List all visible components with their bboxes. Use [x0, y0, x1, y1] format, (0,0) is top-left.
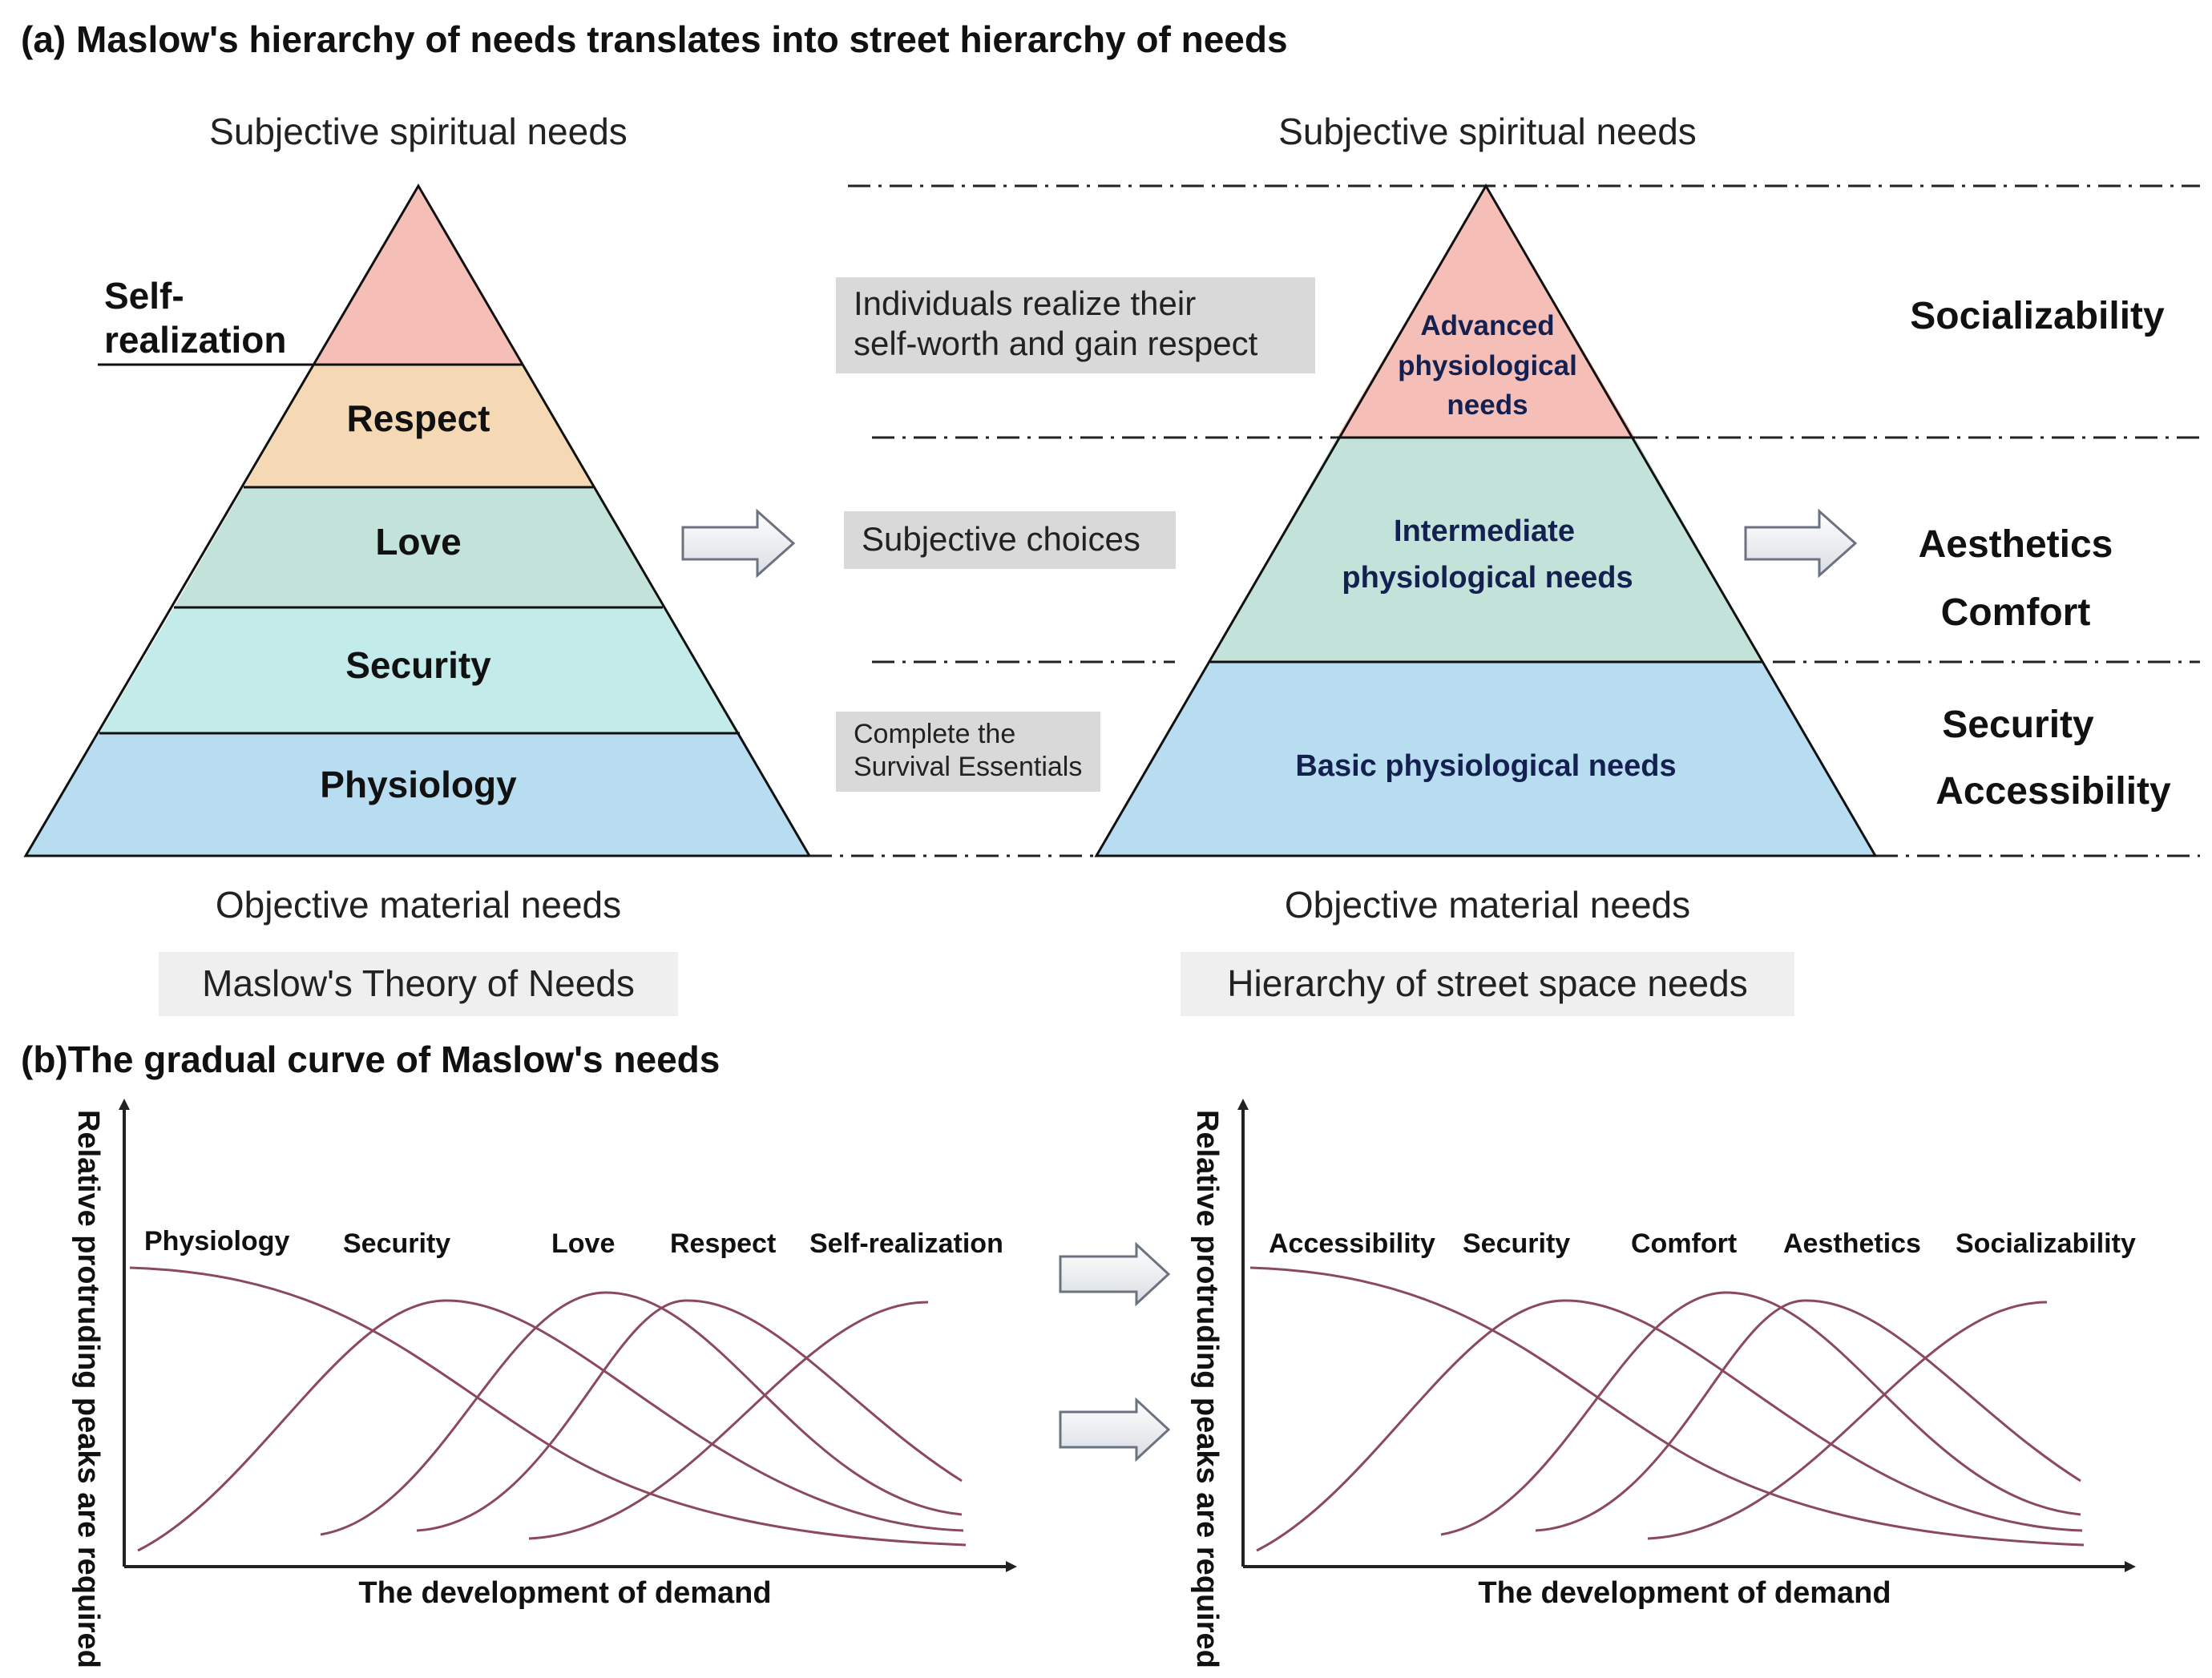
curve-label-accessibility: Accessibility: [1269, 1228, 1435, 1259]
love-label: Love: [375, 521, 461, 563]
right-caption: Hierarchy of street space needs: [1227, 962, 1747, 1004]
subjective-choices-text: Subjective choices: [862, 520, 1140, 558]
curve-aesthetics: [1535, 1299, 2081, 1532]
right-caption-box: [1181, 952, 1794, 1016]
self-worth-box: [836, 277, 1315, 373]
advanced-needs-line-3: needs: [1447, 389, 1528, 421]
left-caption-box: [159, 952, 678, 1016]
basic-needs-tier: [1096, 662, 1875, 856]
security-tier: [99, 607, 740, 733]
right-arrow-icon: [1744, 508, 1858, 579]
self-realization-label-1: Self-: [104, 275, 184, 317]
physiology-tier: [26, 733, 809, 856]
street-side-labels: Socializability Aesthetics Comfort Secur…: [1910, 295, 2171, 813]
security-label: Security: [345, 644, 491, 686]
middle-explanations: Individuals realize their self-worth and…: [836, 277, 1315, 792]
socializability-label: Socializability: [1910, 295, 2165, 337]
curve-label-socializability: Socializability: [1956, 1228, 2136, 1259]
right-top-label: Subjective spiritual needs: [1278, 111, 1697, 152]
aesthetics-label: Aesthetics: [1919, 523, 2113, 566]
love-tier: [174, 487, 663, 607]
panel-a-title: (a) Maslow's hierarchy of needs translat…: [21, 18, 1288, 60]
street-pyramid: Subjective spiritual needs Advanced phys…: [1094, 111, 1878, 1016]
curve-respect: [416, 1299, 963, 1532]
curve-love: [320, 1291, 963, 1536]
left-bottom-label: Objective material needs: [216, 884, 621, 926]
comfort-label: Comfort: [1941, 591, 2091, 634]
intermediate-needs-line-2: physiological needs: [1342, 561, 1633, 595]
advanced-needs-tier: [1337, 186, 1635, 438]
survival-essentials-box: [836, 712, 1100, 792]
left-y-axis-label: Relative protruding peaks are required: [71, 1110, 105, 1668]
maslow-pyramid-outline: [23, 184, 812, 857]
street-pyramid-outline: [1094, 184, 1878, 857]
self-realization-label-2: realization: [104, 319, 287, 361]
accessibility-label: Accessibility: [1936, 770, 2171, 813]
physiology-label: Physiology: [320, 764, 517, 805]
curve-security: [1256, 1299, 2083, 1552]
curve-comfort: [1440, 1291, 2081, 1536]
left-curves: [129, 1266, 967, 1552]
curve-label-security: Security: [343, 1228, 450, 1259]
street-curve-chart: Relative protruding peaks are required T…: [1190, 1099, 2136, 1668]
maslow-curve-chart: Relative protruding peaks are required T…: [71, 1099, 1017, 1668]
respect-label: Respect: [347, 397, 490, 439]
curve-physiology: [129, 1266, 967, 1547]
maslow-pyramid: Subjective spiritual needs Self- realiza…: [23, 111, 812, 1016]
basic-needs-label: Basic physiological needs: [1295, 749, 1676, 783]
curve-label-physiology: Physiology: [144, 1226, 289, 1256]
right-bottom-label: Objective material needs: [1285, 884, 1690, 926]
left-top-label: Subjective spiritual needs: [209, 111, 628, 152]
right-arrow-icon: [1059, 1241, 1171, 1307]
self-worth-line-2: self-worth and gain respect: [854, 325, 1258, 362]
curve-label-aesthetics: Aesthetics: [1783, 1228, 1921, 1259]
survival-essentials-line-2: Survival Essentials: [854, 752, 1082, 782]
self-realization-tier: [315, 186, 522, 365]
curve-label-self-realization: Self-realization: [809, 1228, 1003, 1259]
panel-b-title: (b)The gradual curve of Maslow's needs: [21, 1039, 720, 1080]
curve-self-realization: [528, 1301, 929, 1540]
curve-label-love: Love: [551, 1228, 615, 1259]
curve-accessibility: [1249, 1266, 2085, 1547]
survival-essentials-line-1: Complete the: [854, 719, 1015, 749]
intermediate-needs-line-1: Intermediate: [1394, 514, 1575, 548]
right-arrow-icon: [1059, 1397, 1171, 1462]
right-curves: [1249, 1266, 2085, 1552]
curve-label-comfort: Comfort: [1631, 1228, 1737, 1259]
security-side-label: Security: [1942, 704, 2094, 746]
self-worth-line-1: Individuals realize their: [854, 284, 1196, 322]
curve-socializability: [1647, 1301, 2048, 1540]
left-caption: Maslow's Theory of Needs: [202, 962, 635, 1004]
curve-label-security: Security: [1463, 1228, 1570, 1259]
subjective-choices-box: [844, 511, 1176, 569]
curve-security: [137, 1299, 964, 1552]
advanced-needs-line-1: Advanced: [1420, 310, 1554, 341]
left-x-axis-label: The development of demand: [358, 1576, 771, 1610]
level-separator-lines: [809, 184, 2200, 857]
right-y-axis-label: Relative protruding peaks are required: [1190, 1110, 1224, 1668]
curve-label-respect: Respect: [670, 1228, 776, 1259]
respect-tier: [244, 365, 593, 487]
advanced-needs-line-2: physiological: [1398, 350, 1577, 381]
right-x-axis-label: The development of demand: [1478, 1576, 1891, 1610]
intermediate-needs-tier: [1210, 438, 1763, 662]
right-arrow-icon: [681, 508, 796, 579]
